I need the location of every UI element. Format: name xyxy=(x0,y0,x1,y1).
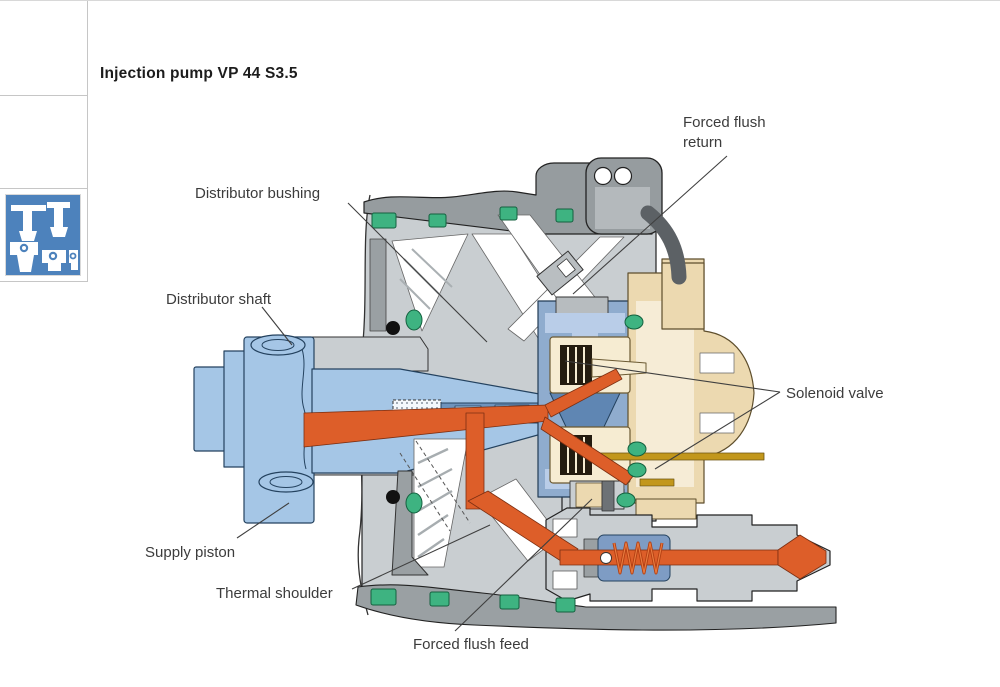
page-title: Injection pump VP 44 S3.5 xyxy=(100,65,298,82)
sidebar-thumbnail-2[interactable] xyxy=(0,96,87,189)
label-thermal-shoulder: Thermal shoulder xyxy=(216,585,333,602)
thumbnail-sidebar xyxy=(0,1,88,282)
label-forced-flush-return: Forced flush return xyxy=(683,114,766,151)
lower-pipes xyxy=(569,480,625,512)
sidebar-thumbnail-3[interactable] xyxy=(0,189,87,282)
leader-forced-flush-feed xyxy=(454,498,593,632)
label-solenoid-valve: Solenoid valve xyxy=(786,385,884,402)
solenoid-housing xyxy=(627,205,755,520)
gold-pin xyxy=(591,452,765,461)
seals xyxy=(370,206,647,613)
thermal-shoulder-part xyxy=(391,470,429,576)
label-distributor-shaft: Distributor shaft xyxy=(166,291,272,308)
fuel-passages xyxy=(303,368,827,580)
leader-lines xyxy=(236,155,781,632)
leader-solenoid-lower xyxy=(654,391,781,470)
leader-forced-flush-return xyxy=(572,155,728,295)
label-forced-flush-feed: Forced flush feed xyxy=(413,636,529,653)
leader-distributor-bushing xyxy=(347,202,488,343)
index-dots xyxy=(386,321,400,504)
solenoid-cable xyxy=(640,205,687,285)
label-supply-piston: Supply piston xyxy=(145,544,236,561)
sidebar-thumbnail-1[interactable] xyxy=(0,1,87,96)
vent-hole xyxy=(593,166,613,186)
vent-hole xyxy=(613,166,633,186)
pump-cross-section xyxy=(193,155,837,632)
leader-thermal-shoulder xyxy=(351,524,491,590)
label-distributor-bushing: Distributor bushing xyxy=(195,185,321,202)
pistons-valves-icon[interactable] xyxy=(5,194,81,276)
check-valve-spring xyxy=(600,541,664,575)
pistons-valves-icon-art xyxy=(10,202,78,272)
leader-distributor-shaft xyxy=(261,306,293,346)
leader-supply-piston xyxy=(236,502,290,539)
leader-solenoid-upper xyxy=(564,360,781,393)
